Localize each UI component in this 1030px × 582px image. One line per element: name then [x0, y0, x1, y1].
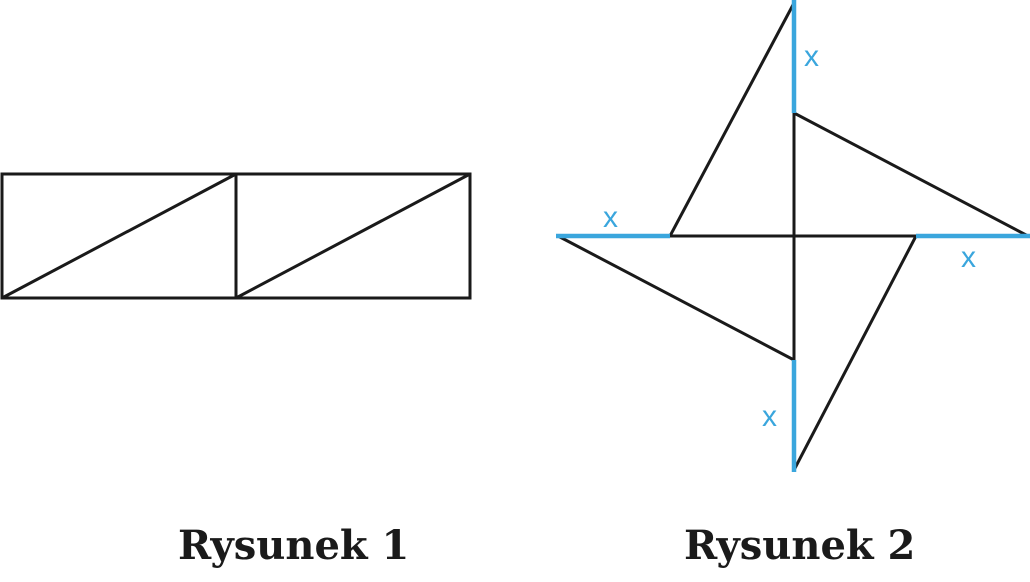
figure-2-pinwheel: x x x x: [556, 0, 1030, 472]
label-x-right: x: [961, 241, 976, 274]
triangle-top-hypotenuse: [668, 2, 796, 237]
triangle-left-hypotenuse: [557, 234, 795, 362]
diagonal-right: [235, 172, 471, 300]
label-x-left: x: [603, 201, 618, 234]
diagonal-left: [1, 172, 237, 300]
caption-figure-2: Rysunek 2: [684, 522, 916, 569]
triangle-right-hypotenuse: [793, 111, 1029, 238]
triangle-bottom-hypotenuse: [792, 235, 918, 471]
label-x-bottom: x: [762, 400, 777, 433]
label-x-top: x: [804, 40, 819, 73]
figure-1-rectangles: [0, 172, 472, 300]
caption-figure-1: Rysunek 1: [178, 522, 410, 569]
rectangle-right: [234, 172, 472, 300]
